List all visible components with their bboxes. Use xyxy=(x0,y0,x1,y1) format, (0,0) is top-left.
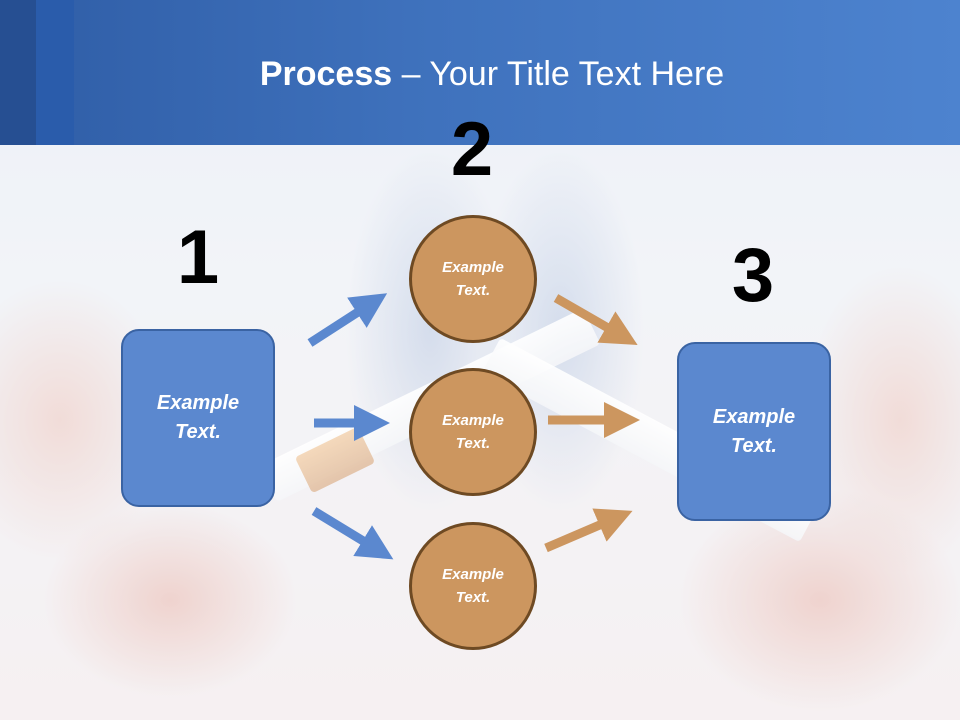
circle-middle-line1: Example xyxy=(442,412,504,429)
step2-circle-middle[interactable]: Example Text. xyxy=(409,368,537,496)
slide-title[interactable]: Process – Your Title Text Here xyxy=(0,52,960,96)
circle-top-line1: Example xyxy=(442,259,504,276)
slide-title-rest: – Your Title Text Here xyxy=(392,55,725,93)
arrow-bottom-to-right[interactable] xyxy=(544,508,633,553)
step2-circle-top[interactable]: Example Text. xyxy=(409,215,537,343)
circle-top-line2: Text. xyxy=(455,282,491,299)
step-number-2[interactable]: 2 xyxy=(450,107,494,192)
step1-box-line1: Example xyxy=(156,392,240,414)
title-bar xyxy=(0,0,960,145)
circle-middle-line2: Text. xyxy=(455,435,491,452)
arrow-left-to-top[interactable] xyxy=(307,293,388,347)
title-bar-accent-stripe-2 xyxy=(36,0,74,145)
step2-circle-bottom[interactable]: Example Text. xyxy=(409,522,537,650)
step1-box-line2: Text. xyxy=(175,421,221,443)
step-number-3[interactable]: 3 xyxy=(731,233,775,318)
step3-box[interactable]: Example Text. xyxy=(677,342,831,521)
circle-bottom-line1: Example xyxy=(442,566,504,583)
arrow-top-to-right[interactable] xyxy=(553,294,638,345)
step-number-1[interactable]: 1 xyxy=(176,215,220,300)
slide-title-bold: Process xyxy=(259,55,393,93)
step3-box-line2: Text. xyxy=(731,434,777,457)
arrow-left-to-bottom[interactable] xyxy=(311,507,394,560)
title-bar-accent-stripe xyxy=(0,0,36,145)
step1-box[interactable]: Example Text. xyxy=(121,329,275,507)
step3-box-line1: Example xyxy=(712,405,796,428)
circle-bottom-line2: Text. xyxy=(455,589,491,606)
